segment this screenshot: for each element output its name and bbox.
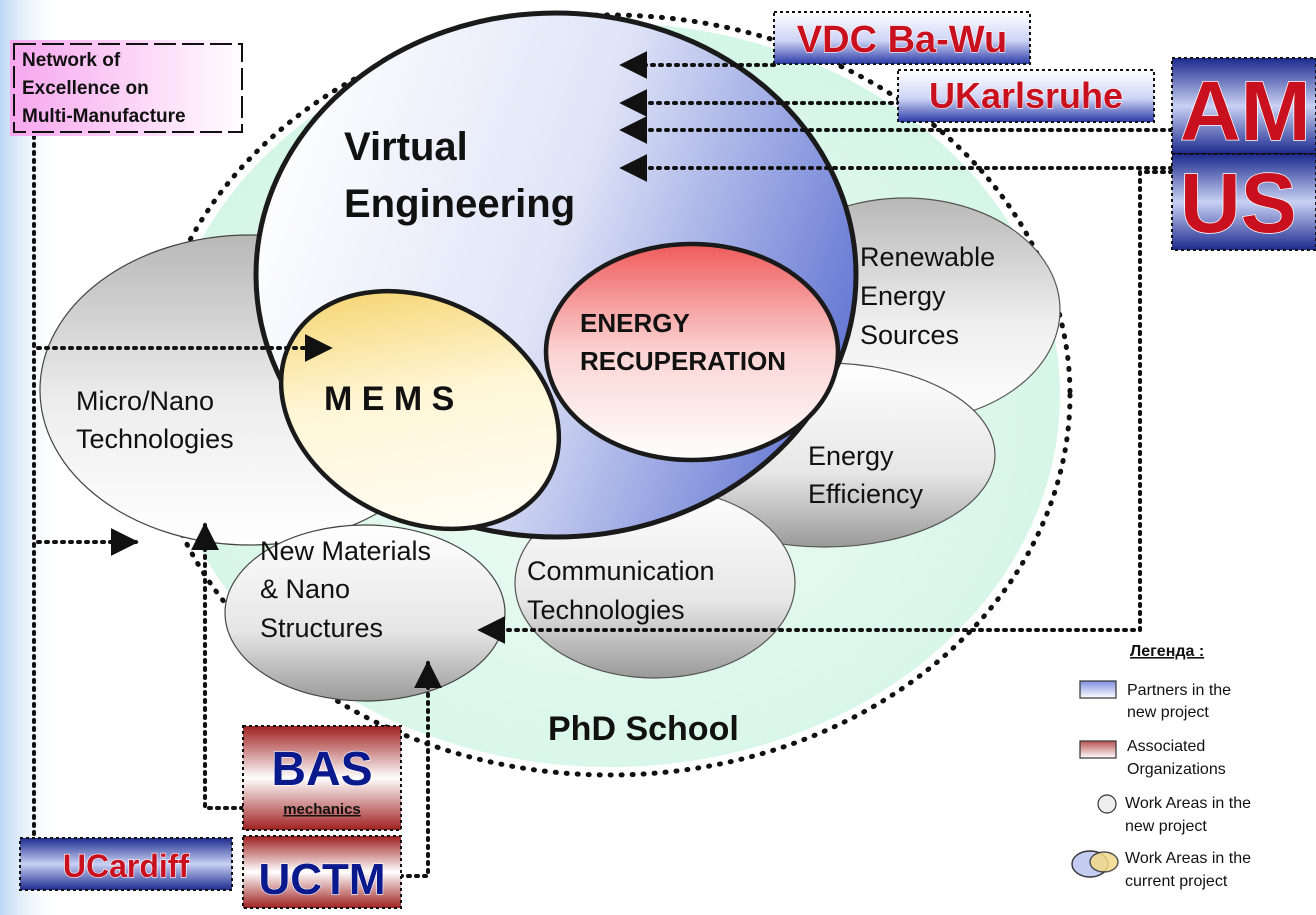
amus-box-bottom [1171,153,1316,251]
energy-recuperation-label: ENERGY RECUPERATION [580,308,786,376]
arrow-bas [191,522,245,810]
uctm-box: UCTM [242,835,402,909]
legend-associated-line-2: Organizations [1127,761,1226,778]
vdc-box-bg [773,11,1031,65]
efficiency-line-1: Energy [808,441,894,471]
area-mems [278,288,562,532]
legend-item-partners: Partners in the new project [1127,682,1236,721]
legend-item-current-areas: Work Areas in the current project [1125,850,1255,890]
legend-partners-line-2: new project [1127,704,1209,721]
background-edge [0,0,60,915]
blue-rectangle-icon [1079,680,1117,699]
area-energy-recuperation [543,241,841,463]
phd-school-label: PhD School [548,710,739,748]
communication-label: Communication Technologies [527,556,722,625]
legend-title: Легенда : [1130,643,1204,660]
amus-box-top [1171,57,1316,155]
communication-line-1: Communication [527,556,715,586]
uctm-label: UCTM [258,855,385,904]
renewable-label: Renewable Energy Sources [860,242,1003,350]
micro-nano-label: Micro/Nano Technologies [76,386,234,454]
mems-label: M E M S [324,380,454,418]
network-box: Network of Excellence on Multi-Manufactu… [10,40,246,136]
network-box-bg [10,40,246,136]
legend-item-new-areas: Work Areas in the new project [1125,795,1255,835]
new-materials-line-2: & Nano [260,574,350,604]
overlapping-ellipses-icon [1071,850,1119,878]
bas-sub-label: mechanics [283,801,361,818]
arrow-amus-c [477,170,1174,644]
amus-label-bottom: US [1180,156,1297,250]
efficiency-label: Energy Efficiency [808,441,924,509]
network-line-3: Multi-Manufacture [22,106,186,127]
red-rectangle-icon [1079,740,1117,759]
legend-new-areas-line-1: Work Areas in the [1125,795,1251,812]
virtual-engineering-line-2: Engineering [344,182,575,226]
legend-current-areas-line-1: Work Areas in the [1125,850,1251,867]
legend-new-areas-line-2: new project [1125,818,1207,835]
renewable-line-2: Energy [860,281,946,311]
micro-nano-line-1: Micro/Nano [76,386,214,416]
micro-nano-line-2: Technologies [76,424,234,454]
circle-icon [1097,794,1117,814]
legend-item-associated: Associated Organizations [1127,738,1226,778]
legend-associated-line-1: Associated [1127,738,1205,755]
ukarlsruhe-label: UKarlsruhe [929,75,1123,116]
ucardiff-box-bg [19,837,233,891]
energy-recuperation-line-2: RECUPERATION [580,346,786,376]
amus-label-top: AM [1180,64,1311,158]
legend: Легенда : Partners in the new project As… [1071,643,1255,890]
ukarlsruhe-box: UKarlsruhe [897,69,1155,123]
network-label: Network of Excellence on Multi-Manufactu… [22,50,186,127]
arrow-uctm [398,660,442,878]
virtual-engineering-label: Virtual Engineering [344,125,575,226]
ucardiff-label: UCardiff [63,848,190,884]
new-materials-line-1: New Materials [260,536,431,566]
new-materials-label: New Materials & Nano Structures [260,536,439,643]
connector-group [32,51,1174,878]
energy-recuperation-line-1: ENERGY [580,308,689,338]
renewable-line-1: Renewable [860,242,995,272]
bas-box: BAS mechanics [242,725,402,831]
vdc-box: VDC Ba-Wu [773,11,1031,65]
network-line-1: Network of [22,50,121,71]
bas-box-bg [242,725,402,831]
legend-partners-line-1: Partners in the [1127,682,1231,699]
efficiency-line-2: Efficiency [808,479,924,509]
communication-line-2: Technologies [527,595,685,625]
network-line-2: Excellence on [22,78,149,99]
legend-current-areas-line-2: current project [1125,873,1228,890]
amus-box: AM US [1171,57,1316,251]
virtual-engineering-line-1: Virtual [344,125,468,169]
ukarlsruhe-box-bg [897,69,1155,123]
renewable-line-3: Sources [860,320,959,350]
area-new-materials [224,524,506,702]
ucardiff-box: UCardiff [19,837,233,891]
network-box-border [13,43,243,133]
uctm-box-bg [242,835,402,909]
vdc-label: VDC Ba-Wu [797,19,1007,61]
bas-label: BAS [271,743,372,796]
new-materials-line-3: Structures [260,613,383,643]
